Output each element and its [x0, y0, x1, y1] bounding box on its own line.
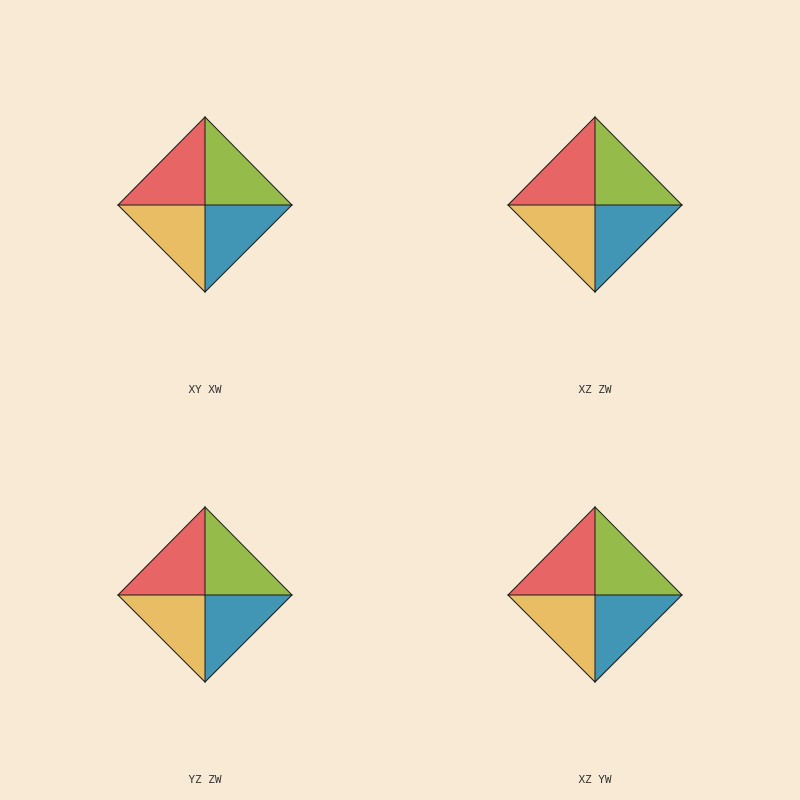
- bottom-left-triangle: [506, 594, 596, 684]
- panel-4: XZ YW: [390, 390, 780, 786]
- top-left-triangle: [116, 115, 206, 206]
- panel-1: XY XW: [0, 0, 390, 396]
- bottom-left-triangle: [116, 204, 206, 294]
- diamond-2: [506, 115, 684, 294]
- diamond-3: [116, 505, 294, 684]
- top-left-triangle: [506, 115, 596, 206]
- bottom-left-triangle: [506, 204, 596, 294]
- diamond-4: [506, 505, 684, 684]
- panel-label: XZ ZW: [578, 383, 612, 396]
- panel-label: YZ ZW: [188, 773, 222, 786]
- top-right-triangle: [594, 505, 684, 596]
- panel-label: XY XW: [188, 383, 222, 396]
- diamond-1: [116, 115, 294, 294]
- panel-2: XZ ZW: [390, 0, 780, 396]
- top-left-triangle: [506, 505, 596, 596]
- top-right-triangle: [204, 505, 294, 596]
- top-right-triangle: [204, 115, 294, 206]
- bottom-right-triangle: [204, 204, 294, 294]
- bottom-right-triangle: [204, 594, 294, 684]
- bottom-left-triangle: [116, 594, 206, 684]
- panel-3: YZ ZW: [0, 390, 390, 786]
- panel-label: XZ YW: [578, 773, 612, 786]
- top-left-triangle: [116, 505, 206, 596]
- bottom-right-triangle: [594, 204, 684, 294]
- bottom-right-triangle: [594, 594, 684, 684]
- top-right-triangle: [594, 115, 684, 206]
